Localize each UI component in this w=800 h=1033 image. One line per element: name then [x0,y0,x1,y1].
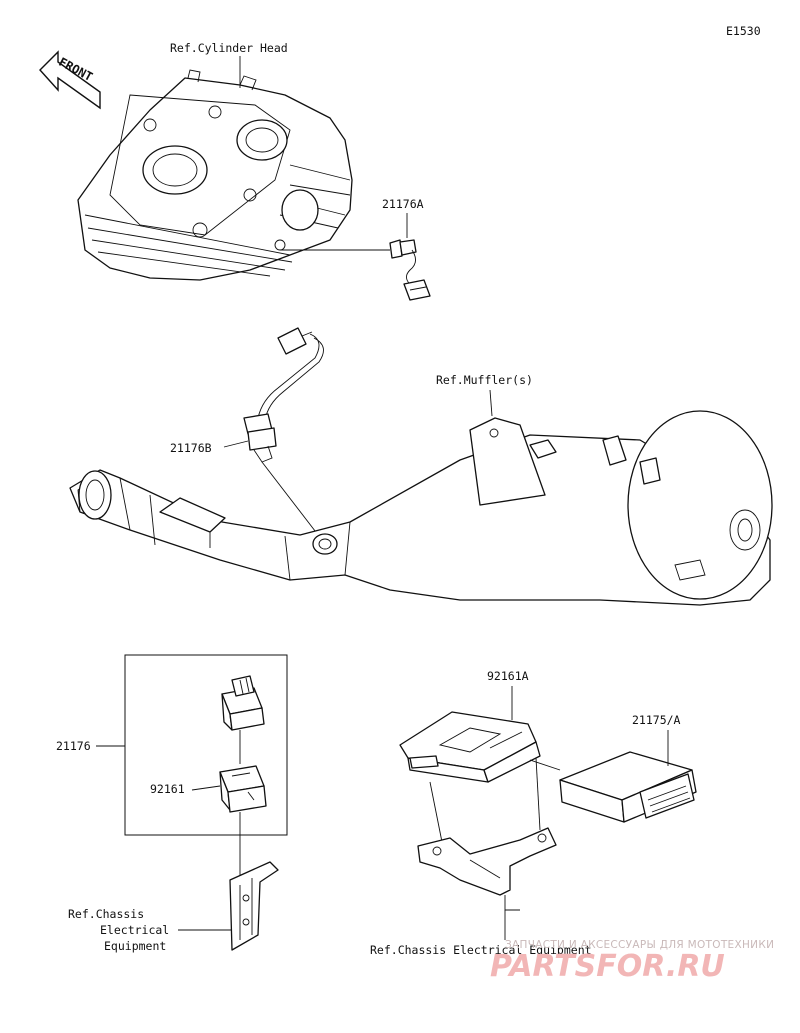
bracket-left [229,861,279,951]
part-21176-group-box [124,654,288,836]
part-21175A-label: 21175/A [632,713,681,727]
holder-to-bracket-line-right [535,757,541,831]
part-21176B-label: 21176B [170,441,212,455]
part-92161A-label: 92161A [487,669,529,683]
holder-to-bracket-line-left [429,781,443,843]
part-21176B-leader [223,440,249,448]
part-21176A-label: 21176A [382,197,424,211]
diagram-code: E1530 [726,24,761,38]
part-92161-leader [191,785,221,791]
front-arrow-icon: FRONT [39,50,101,110]
relay-21176 [221,675,265,731]
watermark-tagline: ЗАПЧАСТИ И АКСЕССУАРЫ ДЛЯ МОТОТЕХНИКИ [505,939,774,951]
watermark-brand: PARTSFOR.RU [490,949,725,984]
ecu-21175A [559,751,697,823]
part-92161-label: 92161 [150,782,185,796]
holder-to-ecu-line [529,759,561,771]
ref-muffler-label: Ref.Muffler(s) [436,373,533,387]
sensor-21176A [389,239,431,301]
ecu-holder-92161A [399,711,541,783]
socket-92161 [219,765,267,813]
ref-chassis-left-label: Ref.Chassis Electrical Equipment [68,907,176,953]
ref-chassis-right-label: Ref.Chassis Electrical Equipment [370,943,592,957]
muffler-illustration [69,410,773,606]
ref-chassis-left-line-2: Electrical [100,923,169,937]
bracket-right [417,827,557,896]
cylinder-head-illustration [77,69,353,281]
ref-muffler-leader [489,389,493,417]
part-21176B-bung-line [261,461,323,541]
ref-chassis-left-line-3: Equipment [104,939,166,953]
part-21176-label: 21176 [56,739,91,753]
sensor-21176B [243,327,324,463]
ref-cylinder-head-label: Ref.Cylinder Head [170,41,288,55]
ref-chassis-right-elbow [504,895,520,911]
ref-chassis-left-line-1: Ref.Chassis [68,907,144,921]
